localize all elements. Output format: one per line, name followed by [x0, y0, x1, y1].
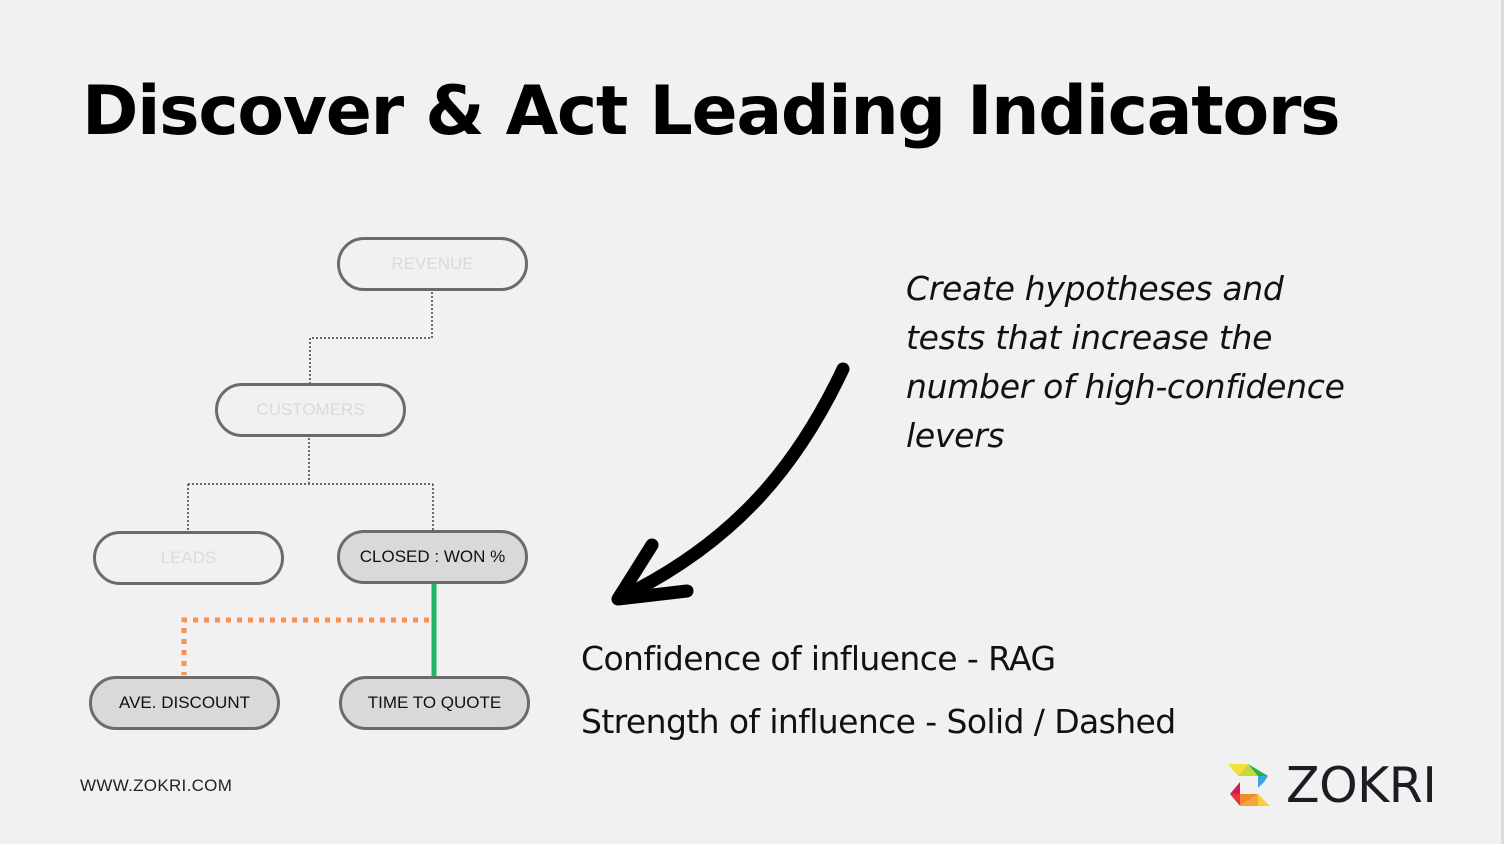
curved-arrow-down-left-icon	[611, 362, 850, 606]
footer-url: WWW.ZOKRI.COM	[80, 776, 233, 795]
legend-confidence: Confidence of influence - RAG	[581, 639, 1056, 678]
node-closed-won: CLOSED : WON %	[337, 530, 528, 584]
node-leads: LEADS	[93, 531, 284, 585]
node-label: TIME TO QUOTE	[367, 693, 502, 712]
node-label: LEADS	[160, 548, 217, 567]
node-revenue: REVENUE	[337, 237, 528, 291]
brand-logo: ZOKRI	[1224, 756, 1437, 814]
annotation-text: Create hypotheses and tests that increas…	[906, 269, 1345, 455]
node-time-to-quote: TIME TO QUOTE	[339, 676, 530, 730]
node-label: AVE. DISCOUNT	[119, 693, 250, 712]
slide-title: Discover & Act Leading Indicators	[82, 72, 1341, 151]
legend-strength: Strength of influence - Solid / Dashed	[581, 702, 1176, 741]
edge-revenue-customers	[309, 292, 433, 383]
brand-name: ZOKRI	[1286, 756, 1437, 814]
node-ave-discount: AVE. DISCOUNT	[89, 676, 280, 730]
edge-customers-children	[187, 438, 434, 531]
node-label: CLOSED : WON %	[359, 547, 506, 566]
edge-closed-avediscount	[181, 617, 429, 675]
slide-right-border	[1501, 0, 1504, 844]
node-customers: CUSTOMERS	[215, 383, 406, 437]
zokri-multicolor-z-logo-icon	[1228, 764, 1270, 806]
node-label: REVENUE	[391, 254, 474, 273]
node-label: CUSTOMERS	[256, 400, 365, 419]
